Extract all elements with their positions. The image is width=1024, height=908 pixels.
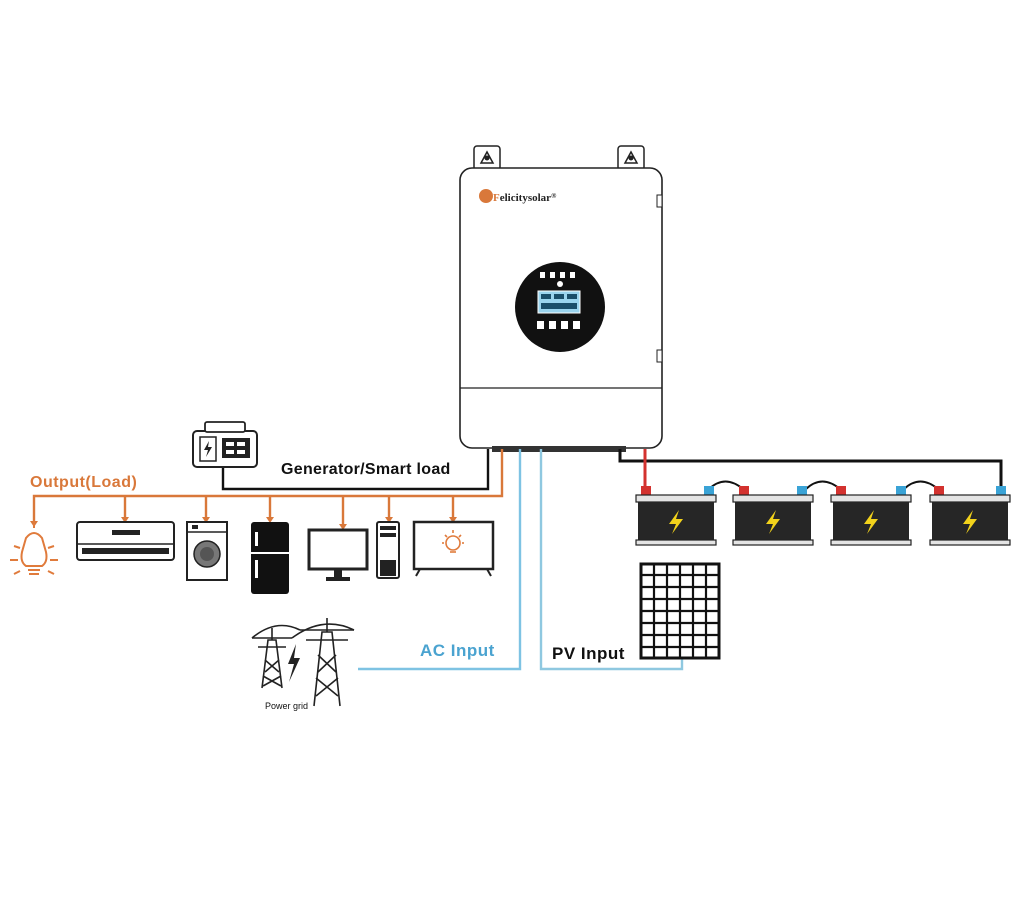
panel-button-2[interactable] [549,321,556,329]
panel-button-3[interactable] [561,321,568,329]
monitor-icon [307,528,369,581]
tv-icon [412,520,495,577]
bolt-icon [963,510,977,534]
bolt-icon [766,510,780,534]
pv-input-wire [539,449,684,671]
washing-machine-icon [186,521,228,581]
panel-button-4[interactable] [573,321,580,329]
inverter [459,145,663,452]
ac-input-label: AC Input [420,641,495,660]
pv-input-label: PV Input [552,644,625,663]
brand-trademark: ® [551,192,557,200]
computer-tower-icon [376,521,400,579]
lightning-icon [288,644,300,682]
mounting-hook-left [473,145,501,171]
brand-logo-icon [479,189,493,203]
solar-panel-icon [639,562,721,660]
battery-wire [618,449,1003,490]
output-load-wire [32,449,504,528]
brand-name-part3: solar [527,192,552,204]
generator-wire [221,449,490,491]
output-load-label: Output(Load) [30,474,138,491]
generator-icon [192,421,258,468]
power-grid-icon [251,618,355,707]
bolt-icon [669,510,683,534]
battery-2 [732,486,814,546]
panel-button-1[interactable] [537,321,544,329]
battery-1 [635,486,717,546]
air-conditioner-icon [76,521,175,561]
refrigerator-icon [251,522,289,594]
inverter-terminals [492,446,626,452]
power-grid-label: Power grid [265,701,309,711]
light-bulb-icon [10,520,58,575]
display-panel [515,262,605,352]
battery-3 [830,486,912,546]
brand-name-part2: elicity [499,192,528,204]
battery-4 [929,486,1011,546]
brand-name: Felicitysolar® [493,192,556,204]
generator-label: Generator/Smart load [281,461,451,478]
ac-input-wire [358,449,522,671]
mounting-hook-right [617,145,645,171]
bolt-icon [864,510,878,534]
brand-name-part1: F [493,192,500,204]
